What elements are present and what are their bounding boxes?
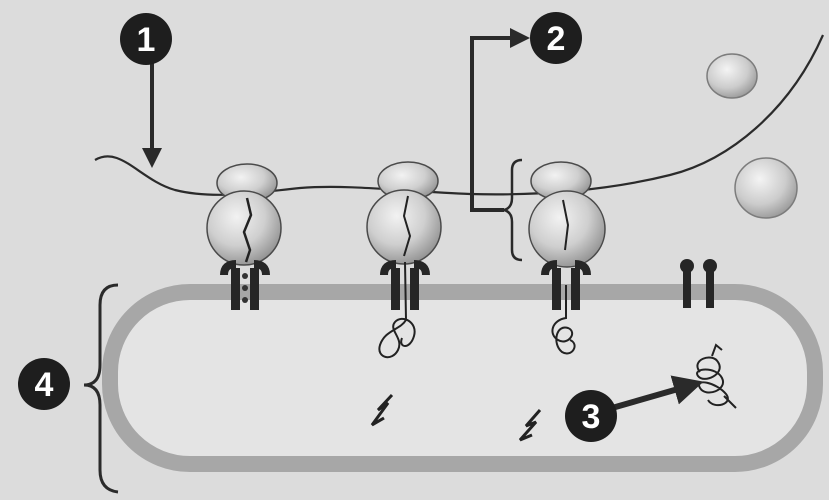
ribosome-1-nascent-chain bbox=[242, 197, 253, 263]
ribosome-3-signal-peptide bbox=[518, 409, 542, 442]
ribosome-2 bbox=[366, 161, 442, 427]
callout-2-label: 2 bbox=[547, 20, 566, 58]
ribosome-2-protein-coil bbox=[378, 261, 416, 359]
empty-translocon bbox=[680, 259, 717, 308]
ribosome-2-signal-peptide bbox=[370, 393, 394, 427]
ribosome-2-nascent-chain bbox=[402, 195, 412, 257]
ribosome-1-translocon bbox=[220, 260, 270, 310]
callout-3-circle bbox=[565, 390, 617, 442]
callout-4-circle bbox=[18, 358, 70, 410]
ribosome-1-large-subunit bbox=[206, 190, 282, 266]
callout-4-label: 4 bbox=[35, 366, 54, 404]
vesicle-large bbox=[734, 157, 798, 219]
vesicle-small bbox=[706, 53, 758, 99]
callout-1: 1 bbox=[120, 13, 172, 65]
callout-2-circle bbox=[530, 12, 582, 64]
callout-2: 2 bbox=[530, 12, 582, 64]
ribosome-2-translocon bbox=[380, 260, 430, 310]
er-membrane-outline bbox=[102, 284, 823, 472]
ribosome-3-nascent-chain bbox=[562, 199, 570, 251]
callout-1-circle bbox=[120, 13, 172, 65]
callout-3-label: 3 bbox=[582, 398, 601, 436]
callout-3: 3 bbox=[565, 390, 617, 442]
callout-1-label: 1 bbox=[137, 21, 156, 59]
ribosome-3 bbox=[518, 161, 606, 442]
ribosome-3-translocon bbox=[541, 260, 591, 310]
arrow-3 bbox=[611, 375, 704, 411]
ribosome-1 bbox=[206, 163, 282, 310]
folded-protein bbox=[696, 343, 737, 409]
er-lumen-bracket bbox=[83, 283, 119, 494]
ribosome-2-large-subunit bbox=[366, 189, 442, 265]
ribosome-3-protein-coil bbox=[551, 285, 576, 355]
callout-4: 4 bbox=[18, 358, 70, 410]
arrow-2 bbox=[470, 28, 530, 212]
